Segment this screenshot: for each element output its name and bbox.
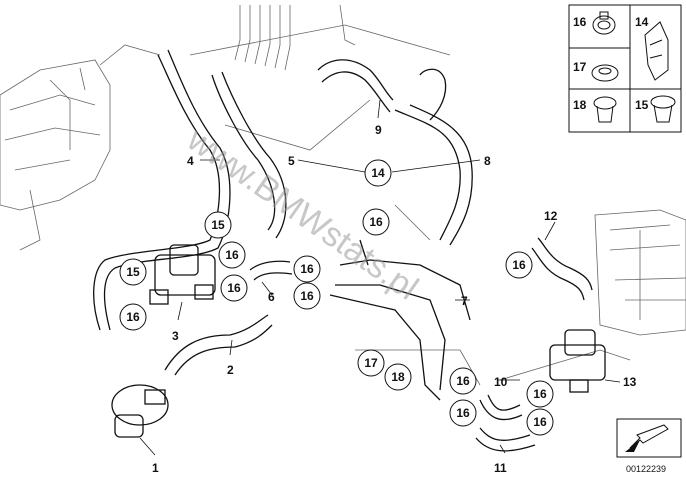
- circled-label-16d: 16: [293, 255, 321, 283]
- svg-text:17: 17: [573, 60, 587, 74]
- hose-6: [249, 260, 293, 281]
- circled-label-16j: 16: [526, 380, 554, 408]
- pipe-7: [329, 239, 471, 401]
- label-12: 12: [544, 209, 558, 223]
- svg-text:17: 17: [364, 356, 378, 370]
- valve-13: [549, 329, 606, 393]
- svg-text:14: 14: [371, 166, 385, 180]
- legend-cell-17: 17: [573, 60, 619, 82]
- circled-label-15a: 15: [204, 211, 232, 239]
- label-5: 5: [288, 154, 295, 168]
- svg-text:14: 14: [635, 15, 649, 29]
- circled-label-16k: 16: [526, 408, 554, 436]
- svg-text:16: 16: [126, 310, 140, 324]
- label-4: 4: [187, 154, 194, 168]
- circled-label-16f: 16: [362, 208, 390, 236]
- engine-compartment-right: [594, 209, 686, 336]
- document-number: 00122239: [626, 464, 666, 474]
- label-3: 3: [172, 329, 179, 343]
- legend-cell-14: 14: [635, 15, 669, 81]
- hose-11: [475, 427, 536, 452]
- svg-text:16: 16: [227, 281, 241, 295]
- label-7: 7: [461, 294, 468, 308]
- hose-9: [317, 59, 447, 121]
- circled-label-16i: 16: [449, 399, 477, 427]
- label-10: 10: [494, 375, 508, 389]
- circled-label-16h: 16: [449, 367, 477, 395]
- svg-text:16: 16: [512, 258, 526, 272]
- next-page-arrow-icon[interactable]: [616, 418, 682, 458]
- circled-label-16g: 16: [505, 251, 533, 279]
- circled-label-17: 17: [357, 349, 385, 377]
- hose-5: [211, 71, 287, 239]
- svg-text:15: 15: [126, 265, 140, 279]
- circled-label-16e: 16: [293, 282, 321, 310]
- part-labels: 1 2 3 4 5 6 7 8 9 10 11 12 13: [152, 123, 637, 475]
- parts-legend: 16 14 17 18 15: [568, 4, 682, 133]
- svg-text:16: 16: [456, 374, 470, 388]
- circled-label-16c: 16: [220, 274, 248, 302]
- guide-lines: [99, 24, 631, 386]
- svg-text:15: 15: [211, 218, 225, 232]
- label-6: 6: [268, 290, 275, 304]
- hose-8: [394, 104, 473, 246]
- svg-text:16: 16: [369, 215, 383, 229]
- circled-label-16b: 16: [119, 303, 147, 331]
- circled-label-14: 14: [364, 159, 392, 187]
- legend-cell-16: 16: [573, 11, 616, 35]
- circled-label-18: 18: [384, 363, 412, 391]
- svg-text:16: 16: [533, 387, 547, 401]
- svg-text:16: 16: [456, 406, 470, 420]
- label-9: 9: [375, 123, 382, 137]
- svg-text:16: 16: [300, 289, 314, 303]
- svg-text:15: 15: [635, 98, 649, 112]
- circled-label-16a: 16: [218, 241, 246, 269]
- pump-1: [111, 384, 169, 438]
- leader-lines: [139, 99, 621, 456]
- svg-text:16: 16: [225, 248, 239, 262]
- svg-text:16: 16: [533, 415, 547, 429]
- label-1: 1: [152, 461, 159, 475]
- valve-3: [149, 244, 216, 305]
- hose-2: [164, 314, 273, 376]
- svg-text:18: 18: [573, 98, 587, 112]
- hose-10: [479, 394, 523, 421]
- legend-cell-18: 18: [573, 96, 617, 123]
- svg-text:16: 16: [573, 15, 587, 29]
- label-13: 13: [623, 375, 637, 389]
- engine-block-outline: [0, 59, 111, 251]
- label-8: 8: [484, 154, 491, 168]
- hose-4: [93, 49, 231, 331]
- svg-text:18: 18: [391, 370, 405, 384]
- hose-12: [531, 237, 593, 301]
- legend-cell-15: 15: [635, 95, 676, 123]
- svg-text:16: 16: [300, 262, 314, 276]
- label-2: 2: [227, 363, 234, 377]
- circled-labels: 14 15 15 16 16 16 16 16: [119, 159, 554, 436]
- circled-label-15b: 15: [119, 258, 147, 286]
- top-pipes: [234, 4, 356, 71]
- label-11: 11: [494, 461, 507, 475]
